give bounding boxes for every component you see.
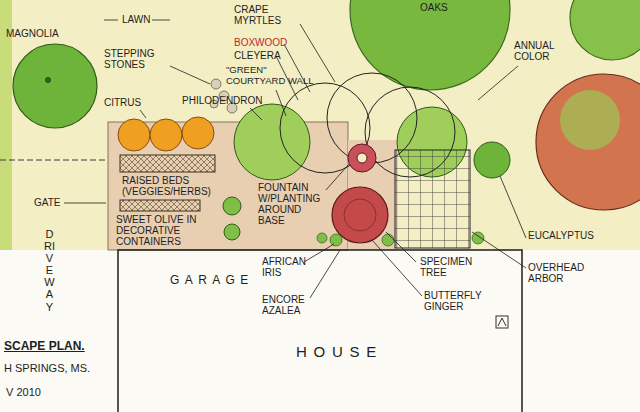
plant-label: EUCALYPTUS xyxy=(528,230,594,241)
plant-label: SWEET OLIVE IN DECORATIVE CONTAINERS xyxy=(116,214,216,247)
fountain xyxy=(348,144,376,172)
paper xyxy=(0,250,640,412)
sweet-olive xyxy=(224,224,240,240)
building-outline xyxy=(118,250,522,412)
bed-label: RAISED BEDS (VEGGIES/HERBS) xyxy=(122,175,214,197)
area-label: LAWN xyxy=(122,14,151,25)
gate-label: GATE xyxy=(34,197,60,208)
citrus xyxy=(182,117,214,149)
tree xyxy=(570,0,640,60)
plant-label: AFRICAN IRIS xyxy=(262,256,306,278)
tree-shade xyxy=(560,90,620,150)
plant-label: BOXWOOD xyxy=(234,37,287,48)
path-label: STEPPING STONES xyxy=(104,48,166,70)
crape-myrtle xyxy=(234,104,310,180)
building-label: GARAGE xyxy=(170,274,254,287)
plant-label: BUTTERFLY GINGER xyxy=(424,290,484,312)
tree xyxy=(536,74,640,210)
citrus xyxy=(150,119,182,151)
shrubs xyxy=(317,232,484,246)
raised-bed xyxy=(120,200,200,211)
plant-label: MAGNOLIA xyxy=(6,28,59,39)
plan-location: H SPRINGS, MS. xyxy=(4,362,90,374)
magnolia-tree xyxy=(13,44,97,128)
sweet-olive xyxy=(223,197,241,215)
plant-label: PHILODENDRON xyxy=(182,95,263,106)
specimen-tree xyxy=(332,187,388,243)
trunk xyxy=(45,77,51,83)
feature-label: FOUNTAIN W/PLANTING AROUND BASE xyxy=(258,182,326,226)
fence xyxy=(0,160,108,161)
eucalyptus xyxy=(474,142,510,178)
structure-label: OVERHEAD ARBOR xyxy=(528,262,586,284)
north-arrow xyxy=(498,318,506,326)
citrus xyxy=(118,119,150,151)
plant-label: OAKS xyxy=(420,2,448,13)
fountain-basin xyxy=(357,153,367,163)
north-arrow xyxy=(496,316,508,328)
plant-label: CLEYERA xyxy=(234,50,281,61)
raised-bed xyxy=(120,155,215,172)
driveway-label: DRIVEWAY xyxy=(44,228,55,313)
leader-lines xyxy=(64,20,526,298)
plant-label: "GREEN" COURTYARD WALL xyxy=(226,64,328,86)
overhead-arbor xyxy=(395,150,470,248)
plant-label: CRAPE MYRTLES xyxy=(234,4,292,26)
specimen-tree xyxy=(344,199,376,231)
plant-label: ANNUAL COLOR xyxy=(514,40,566,62)
plant-label: ENCORE AZALEA xyxy=(262,294,312,316)
building-label: HOUSE xyxy=(296,343,383,360)
plant-label: CITRUS xyxy=(104,97,141,108)
oak-tree xyxy=(350,0,510,90)
plan-title: SCAPE PLAN. xyxy=(4,340,85,353)
plant-label: SPECIMEN TREE xyxy=(420,256,478,278)
plan-date: V 2010 xyxy=(6,386,41,398)
